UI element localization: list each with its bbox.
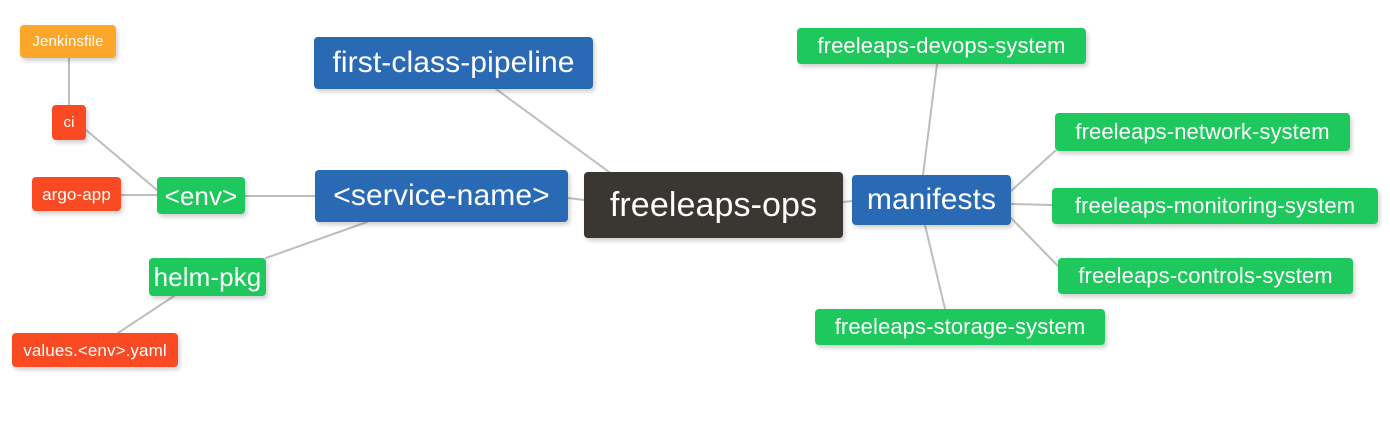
node-label-jenkinsfile: Jenkinsfile xyxy=(32,33,104,50)
node-label-network-system: freeleaps-network-system xyxy=(1075,119,1330,144)
edge-helm-pkg-to-service-name xyxy=(265,221,368,259)
node-label-first-class-pipeline: first-class-pipeline xyxy=(332,46,575,79)
node-storage-system[interactable]: freeleaps-storage-system xyxy=(815,309,1105,345)
edge-monitoring-system-to-manifests xyxy=(1010,203,1053,206)
edge-controls-system-to-manifests xyxy=(1010,217,1059,267)
node-label-env: <env> xyxy=(164,180,238,211)
node-freeleaps-ops[interactable]: freeleaps-ops xyxy=(584,172,843,238)
node-label-values-yaml: values.<env>.yaml xyxy=(23,340,167,360)
node-first-class-pipeline[interactable]: first-class-pipeline xyxy=(314,37,593,89)
edge-first-class-pipeline-to-freeleaps-ops xyxy=(495,88,610,173)
node-label-freeleaps-ops: freeleaps-ops xyxy=(609,186,818,224)
node-label-monitoring-system: freeleaps-monitoring-system xyxy=(1074,193,1356,218)
node-label-storage-system: freeleaps-storage-system xyxy=(834,314,1086,339)
node-label-service-name: <service-name> xyxy=(333,179,550,212)
node-ci[interactable]: ci xyxy=(52,105,86,140)
node-argo-app[interactable]: argo-app xyxy=(32,177,121,211)
edge-devops-system-to-manifests xyxy=(922,63,938,176)
node-label-helm-pkg: helm-pkg xyxy=(153,262,262,292)
edge-service-name-to-freeleaps-ops xyxy=(567,197,585,201)
node-label-devops-system: freeleaps-devops-system xyxy=(817,33,1066,58)
node-monitoring-system[interactable]: freeleaps-monitoring-system xyxy=(1052,188,1378,224)
edge-freeleaps-ops-to-manifests xyxy=(842,200,853,203)
node-helm-pkg[interactable]: helm-pkg xyxy=(149,258,266,296)
node-label-argo-app: argo-app xyxy=(42,184,111,204)
node-jenkinsfile[interactable]: Jenkinsfile xyxy=(20,25,116,58)
node-manifests[interactable]: manifests xyxy=(852,175,1011,225)
edge-values-yaml-to-helm-pkg xyxy=(117,295,175,334)
node-env[interactable]: <env> xyxy=(157,177,245,214)
node-label-ci: ci xyxy=(63,114,75,131)
edge-network-system-to-manifests xyxy=(1010,150,1056,192)
node-label-manifests: manifests xyxy=(866,183,997,216)
node-controls-system[interactable]: freeleaps-controls-system xyxy=(1058,258,1353,294)
node-label-controls-system: freeleaps-controls-system xyxy=(1078,263,1333,288)
node-values-yaml[interactable]: values.<env>.yaml xyxy=(12,333,178,367)
node-devops-system[interactable]: freeleaps-devops-system xyxy=(797,28,1086,64)
node-service-name[interactable]: <service-name> xyxy=(315,170,568,222)
node-network-system[interactable]: freeleaps-network-system xyxy=(1055,113,1350,151)
edge-storage-system-to-manifests xyxy=(924,224,946,310)
